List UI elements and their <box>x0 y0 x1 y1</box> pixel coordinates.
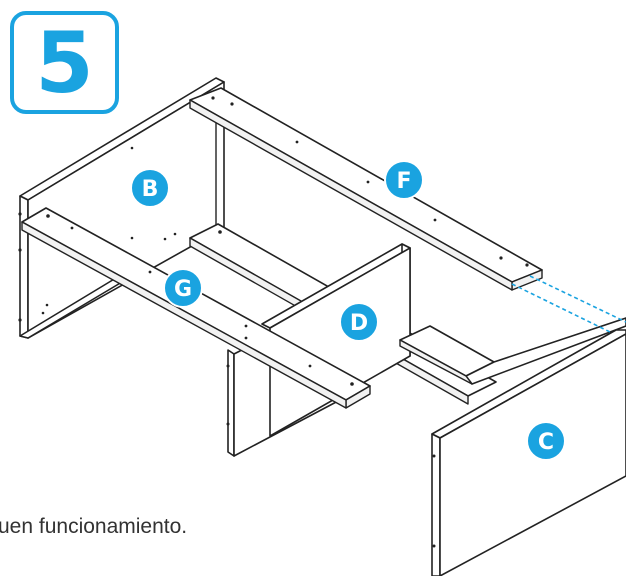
badge-f: F <box>384 160 424 200</box>
badge-c: C <box>526 421 566 461</box>
bottom-rail <box>399 317 626 385</box>
step-number-badge: 5 <box>10 11 119 114</box>
badge-d: D <box>339 302 379 342</box>
panel-b <box>18 77 225 339</box>
badge-d-label: D <box>350 311 368 336</box>
badge-g: G <box>163 268 203 308</box>
step-number: 5 <box>35 13 94 112</box>
alignment-guide <box>511 275 626 333</box>
badge-g-label: G <box>174 277 192 302</box>
badge-b: B <box>130 168 170 208</box>
panel-d <box>261 243 411 437</box>
instruction-caption: uen funcionamiento. <box>0 515 188 538</box>
rail-f <box>189 87 543 291</box>
badge-f-label: F <box>396 169 411 194</box>
badge-c-label: C <box>538 430 554 455</box>
rail-g <box>21 207 371 409</box>
badge-b-label: B <box>142 177 159 202</box>
